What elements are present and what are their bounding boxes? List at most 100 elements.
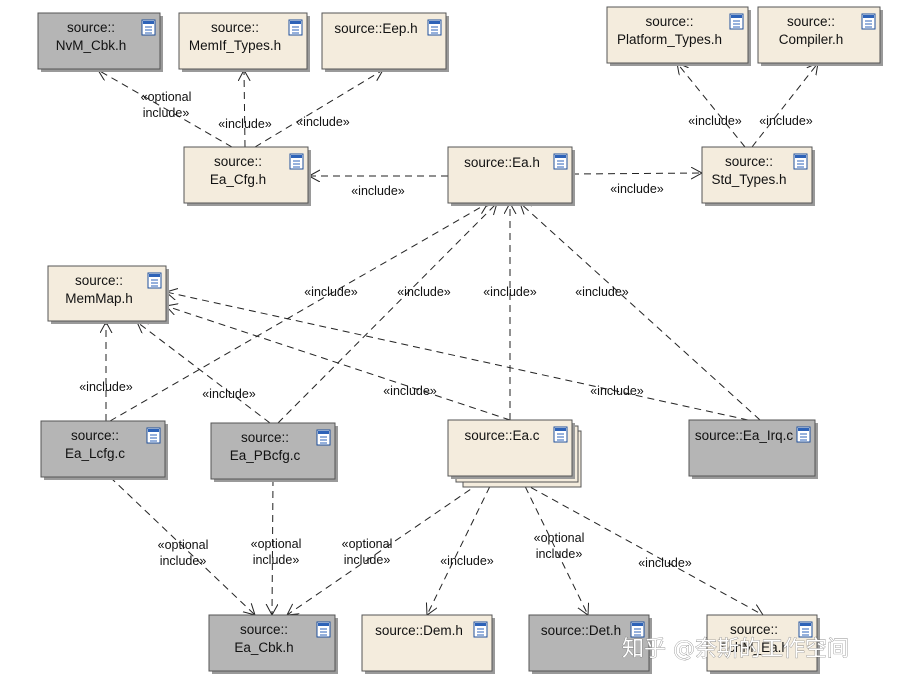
node-label: source::	[214, 154, 262, 169]
edge-label: include»	[344, 553, 391, 567]
node-ea_pbcfg[interactable]: source::Ea_PBcfg.c	[210, 422, 338, 482]
node-label: source::	[730, 622, 778, 637]
edge-label: «include»	[304, 285, 358, 299]
edge-label: «optional	[534, 531, 585, 545]
node-label: source::	[787, 14, 835, 29]
node-box	[447, 146, 573, 204]
edge-label: «include»	[351, 184, 405, 198]
node-ea_irq[interactable]: source::Ea_Irq.c	[688, 419, 818, 479]
node-compiler[interactable]: source::Compiler.h	[757, 6, 883, 66]
node-box	[606, 6, 749, 64]
edge-std_types-to-compiler	[751, 63, 818, 148]
node-label: source::Dem.h	[375, 623, 463, 638]
document-icon	[793, 153, 808, 170]
edge-label: «include»	[383, 384, 437, 398]
nodes-layer: source::NvM_Cbk.hsource::MemIf_Types.hso…	[37, 6, 883, 674]
edge-label: «include»	[590, 384, 644, 398]
node-ea_cbk[interactable]: source::Ea_Cbk.h	[208, 614, 338, 674]
node-label: source::	[67, 20, 115, 35]
node-box	[688, 419, 816, 477]
edge-ea_irq-to-ea_h	[520, 203, 761, 421]
node-box	[183, 146, 309, 204]
document-icon	[729, 13, 744, 30]
edge-labels-layer: «optional include» «include» «include» «incl…	[79, 90, 813, 570]
node-label: source::	[725, 154, 773, 169]
document-icon	[427, 19, 442, 36]
document-icon	[146, 427, 161, 444]
node-label: source::	[71, 428, 119, 443]
node-ea_h[interactable]: source::Ea.h	[447, 146, 575, 206]
node-eep[interactable]: source::Eep.h	[321, 12, 449, 72]
node-label: Ea_Lcfg.c	[65, 446, 125, 461]
document-icon	[473, 621, 488, 638]
document-icon	[796, 426, 811, 443]
node-box	[757, 6, 881, 64]
edge-label: «include»	[218, 117, 272, 131]
node-ea_lcfg[interactable]: source::Ea_Lcfg.c	[40, 420, 168, 480]
edge-label: include»	[253, 553, 300, 567]
edge-label: «include»	[610, 182, 664, 196]
edge-label: «include»	[759, 114, 813, 128]
node-box	[178, 12, 308, 70]
node-label: source::	[240, 622, 288, 637]
node-ea_cfg[interactable]: source::Ea_Cfg.h	[183, 146, 311, 206]
document-icon	[316, 429, 331, 446]
edge-label: «optional	[342, 537, 393, 551]
document-icon	[288, 19, 303, 36]
node-schm_ea[interactable]: source::SchM_Ea.h	[706, 614, 820, 674]
node-label: source::Det.h	[541, 623, 621, 638]
node-label: source::Eep.h	[334, 21, 417, 36]
node-label: Platform_Types.h	[617, 32, 722, 47]
edge-ea_c-to-ea_cbk	[287, 475, 491, 615]
document-icon	[553, 153, 568, 170]
document-icon	[141, 19, 156, 36]
edge-label: «include»	[575, 285, 629, 299]
edges-layer	[98, 63, 818, 615]
node-label: Ea_Cfg.h	[210, 172, 266, 187]
edge-ea_c-to-schm_ea	[509, 475, 763, 615]
node-label: Ea_PBcfg.c	[230, 448, 301, 463]
node-box	[40, 420, 166, 478]
node-platform_types[interactable]: source::Platform_Types.h	[606, 6, 751, 66]
edge-ea_c-to-memmap	[166, 306, 511, 421]
node-label: source::	[241, 430, 289, 445]
edge-label: «optional	[158, 538, 209, 552]
document-icon	[798, 621, 813, 638]
node-label: Std_Types.h	[711, 172, 786, 187]
edge-label: include»	[536, 547, 583, 561]
document-icon	[147, 272, 162, 289]
edge-label: «include»	[296, 115, 350, 129]
node-label: source::	[645, 14, 693, 29]
edge-label: include»	[160, 554, 207, 568]
node-label: Compiler.h	[779, 32, 844, 47]
edge-label: «include»	[483, 285, 537, 299]
edge-label: include»	[143, 106, 190, 120]
node-ea_c[interactable]: source::Ea.c	[447, 419, 582, 488]
document-icon	[861, 13, 876, 30]
node-label: source::Ea_Irq.c	[695, 428, 794, 443]
node-label: source::	[75, 273, 123, 288]
document-icon	[289, 153, 304, 170]
node-dem[interactable]: source::Dem.h	[361, 614, 495, 674]
node-nvm_cbk[interactable]: source::NvM_Cbk.h	[37, 12, 163, 72]
node-box	[37, 12, 161, 70]
edge-std_types-to-platform_types	[677, 63, 746, 148]
edge-label: «optional	[141, 90, 192, 104]
node-label: source::Ea.h	[464, 155, 540, 170]
node-memmap[interactable]: source::MemMap.h	[47, 265, 169, 324]
node-label: Ea_Cbk.h	[234, 640, 293, 655]
node-memif_types[interactable]: source::MemIf_Types.h	[178, 12, 310, 72]
edge-ea_pbcfg-to-ea_cbk	[272, 478, 273, 615]
edge-label: «include»	[688, 114, 742, 128]
edge-label: «include»	[397, 285, 451, 299]
document-icon	[553, 426, 568, 443]
node-std_types[interactable]: source::Std_Types.h	[701, 146, 815, 206]
node-box	[47, 265, 167, 322]
node-box	[208, 614, 336, 672]
edge-ea_c-to-dem	[427, 475, 496, 615]
watermark-text: 知乎 @奈斯的工作空间	[622, 637, 849, 662]
edge-ea_h-to-std_types	[571, 173, 702, 174]
node-det[interactable]: source::Det.h	[528, 614, 652, 674]
node-box	[447, 419, 573, 477]
